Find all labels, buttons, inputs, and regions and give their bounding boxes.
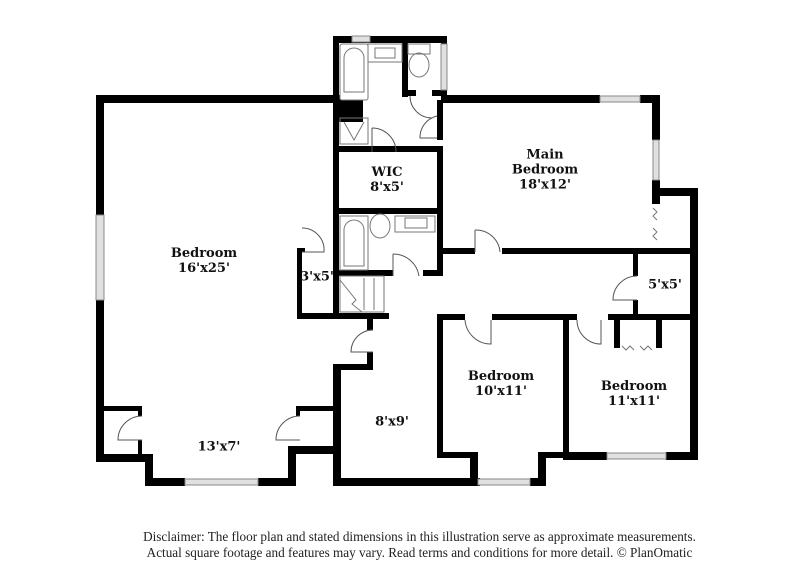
disclaimer-line1: Disclaimer: The floor plan and stated di…: [143, 529, 696, 544]
room-dims: 10'x11': [475, 384, 527, 399]
room-label-bedroom-11x11: Bedroom 11'x11': [601, 379, 667, 409]
room-dims: 8'x5': [370, 180, 404, 195]
room-dims: 11'x11': [608, 394, 660, 409]
windows: [95, 35, 667, 486]
room-name-line2: Bedroom: [511, 162, 579, 178]
room-dims: 18'x12': [519, 177, 571, 193]
room-dims: 5'x5': [648, 277, 682, 293]
room-label-bedroom-16x25: Bedroom 16'x25': [171, 246, 237, 276]
room-label-main-bedroom: Main Bedroom 18'x12': [512, 148, 578, 193]
disclaimer-line2: Actual square footage and features may v…: [146, 545, 693, 560]
room-label-closet-3x5: 3'x5': [300, 270, 334, 285]
room-dims: 8'x9': [375, 414, 409, 430]
doors: [117, 95, 638, 441]
disclaimer: Disclaimer: The floor plan and stated di…: [0, 529, 809, 561]
room-name: Bedroom: [170, 246, 238, 261]
room-label-wic: WIC 8'x5': [370, 165, 404, 195]
fixtures: [339, 43, 658, 351]
floor-plan: [95, 35, 698, 486]
room-label-closet-5x5: 5'x5': [648, 278, 682, 293]
room-dims: 13'x7': [197, 439, 241, 455]
room-label-13x7: 13'x7': [198, 440, 241, 455]
room-name-line1: Main: [526, 147, 564, 163]
room-name: WIC: [371, 165, 403, 180]
room-name: Bedroom: [600, 379, 668, 394]
room-label-8x9: 8'x9': [375, 415, 409, 430]
room-dims: 16'x25': [178, 261, 230, 276]
room-dims: 3'x5': [300, 269, 334, 285]
room-name: Bedroom: [467, 369, 535, 384]
room-label-bedroom-10x11: Bedroom 10'x11': [468, 369, 534, 399]
